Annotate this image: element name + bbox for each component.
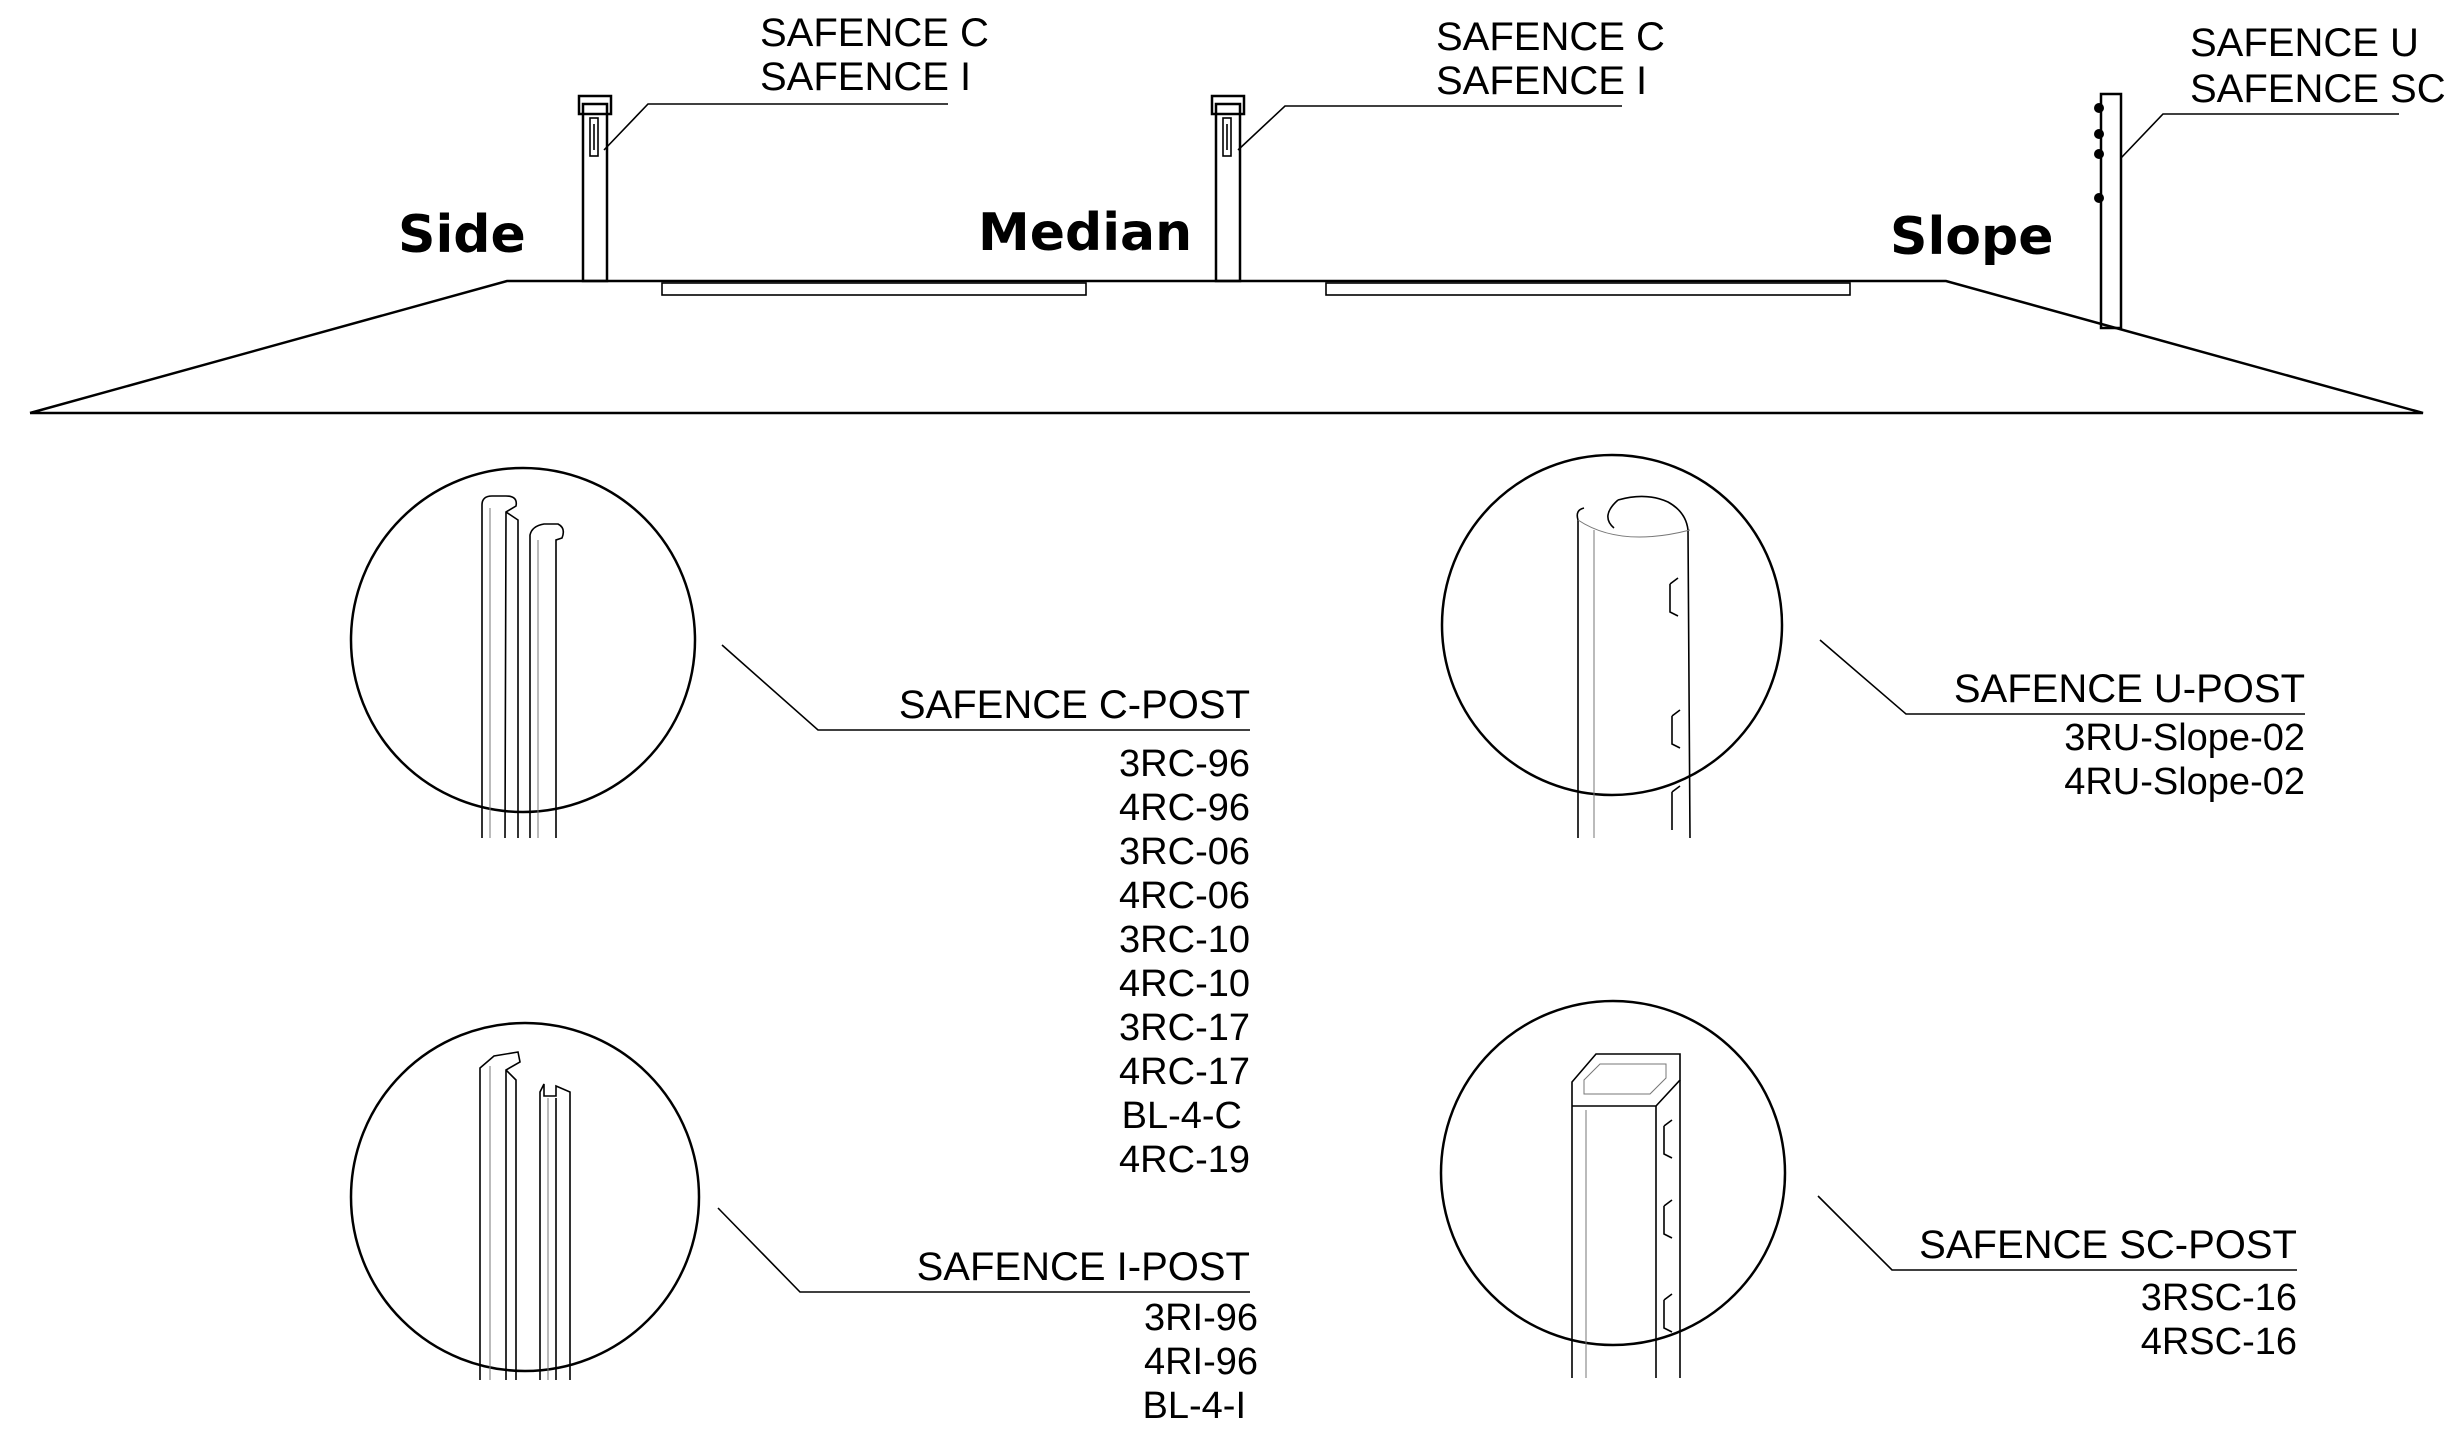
road-embankment-outline bbox=[29, 279, 2424, 415]
road-cross-section bbox=[29, 279, 2424, 415]
slope-callout-label-1: SAFENCE U bbox=[2190, 21, 2419, 65]
c-post-code-6: 4RC-10 bbox=[1119, 963, 1250, 1005]
heading-slope: Slope bbox=[1890, 207, 2054, 267]
c-post-detail: SAFENCE C-POST 3RC-96 4RC-96 3RC-06 4RC-… bbox=[349, 466, 1250, 1181]
sc-post-detail-circle bbox=[1439, 999, 1787, 1347]
sc-post-detail: SAFENCE SC-POST 3RSC-16 4RSC-16 bbox=[1439, 999, 2297, 1378]
c-post-code-1: 3RC-96 bbox=[1119, 743, 1250, 785]
sc-post-code-2: 4RSC-16 bbox=[2141, 1321, 2297, 1363]
median-callout-leader bbox=[1237, 105, 1622, 151]
heading-median: Median bbox=[978, 203, 1192, 263]
slope-callout-label-2: SAFENCE SC bbox=[2190, 67, 2446, 111]
side-callout-leader bbox=[603, 103, 948, 151]
c-post-code-4: 4RC-06 bbox=[1119, 875, 1250, 917]
i-post-detail-circle bbox=[349, 1021, 701, 1373]
i-post-code-3: BL-4-I bbox=[1143, 1385, 1246, 1427]
u-post-detail-circle bbox=[1440, 453, 1784, 797]
median-callout-label-2: SAFENCE I bbox=[1436, 59, 1647, 103]
c-post-code-10: 4RC-19 bbox=[1119, 1139, 1250, 1181]
c-post-code-8: 4RC-17 bbox=[1119, 1051, 1250, 1093]
u-post-title: SAFENCE U-POST bbox=[1954, 667, 2305, 711]
heading-side: Side bbox=[398, 205, 526, 265]
side-callout-label-2: SAFENCE I bbox=[760, 55, 971, 99]
u-post-code-1: 3RU-Slope-02 bbox=[2064, 717, 2305, 759]
i-post-detail: SAFENCE I-POST 3RI-96 4RI-96 BL-4-I bbox=[349, 1021, 1258, 1427]
sc-post-leader bbox=[1817, 1195, 2297, 1271]
sc-post-code-1: 3RSC-16 bbox=[2141, 1277, 2297, 1319]
i-post-title: SAFENCE I-POST bbox=[917, 1245, 1250, 1289]
i-post-code-1: 3RI-96 bbox=[1144, 1297, 1258, 1339]
slope-post-illustration bbox=[2094, 92, 2123, 330]
c-post-code-7: 3RC-17 bbox=[1119, 1007, 1250, 1049]
median-callout-label-1: SAFENCE C bbox=[1436, 15, 1665, 59]
c-post-detail-circle bbox=[349, 466, 697, 814]
u-post-leader bbox=[1819, 639, 2305, 715]
slope-callout-leader bbox=[2120, 113, 2399, 159]
c-post-code-2: 4RC-96 bbox=[1119, 787, 1250, 829]
road-lane-strip-left bbox=[661, 282, 1087, 296]
road-lane-strip-right bbox=[1325, 282, 1851, 296]
median-post-illustration bbox=[1210, 94, 1246, 283]
u-post-code-2: 4RU-Slope-02 bbox=[2064, 761, 2305, 803]
i-post-code-2: 4RI-96 bbox=[1144, 1341, 1258, 1383]
side-post-illustration bbox=[577, 94, 613, 283]
c-post-code-3: 3RC-06 bbox=[1119, 831, 1250, 873]
u-post-detail: SAFENCE U-POST 3RU-Slope-02 4RU-Slope-02 bbox=[1440, 453, 2305, 839]
c-post-leader bbox=[721, 644, 1250, 731]
i-post-leader bbox=[717, 1207, 1250, 1293]
side-callout-label-1: SAFENCE C bbox=[760, 11, 989, 55]
c-post-code-9: BL-4-C bbox=[1122, 1095, 1242, 1137]
c-post-title: SAFENCE C-POST bbox=[899, 683, 1250, 727]
c-post-code-5: 3RC-10 bbox=[1119, 919, 1250, 961]
sc-post-title: SAFENCE SC-POST bbox=[1919, 1223, 2297, 1267]
